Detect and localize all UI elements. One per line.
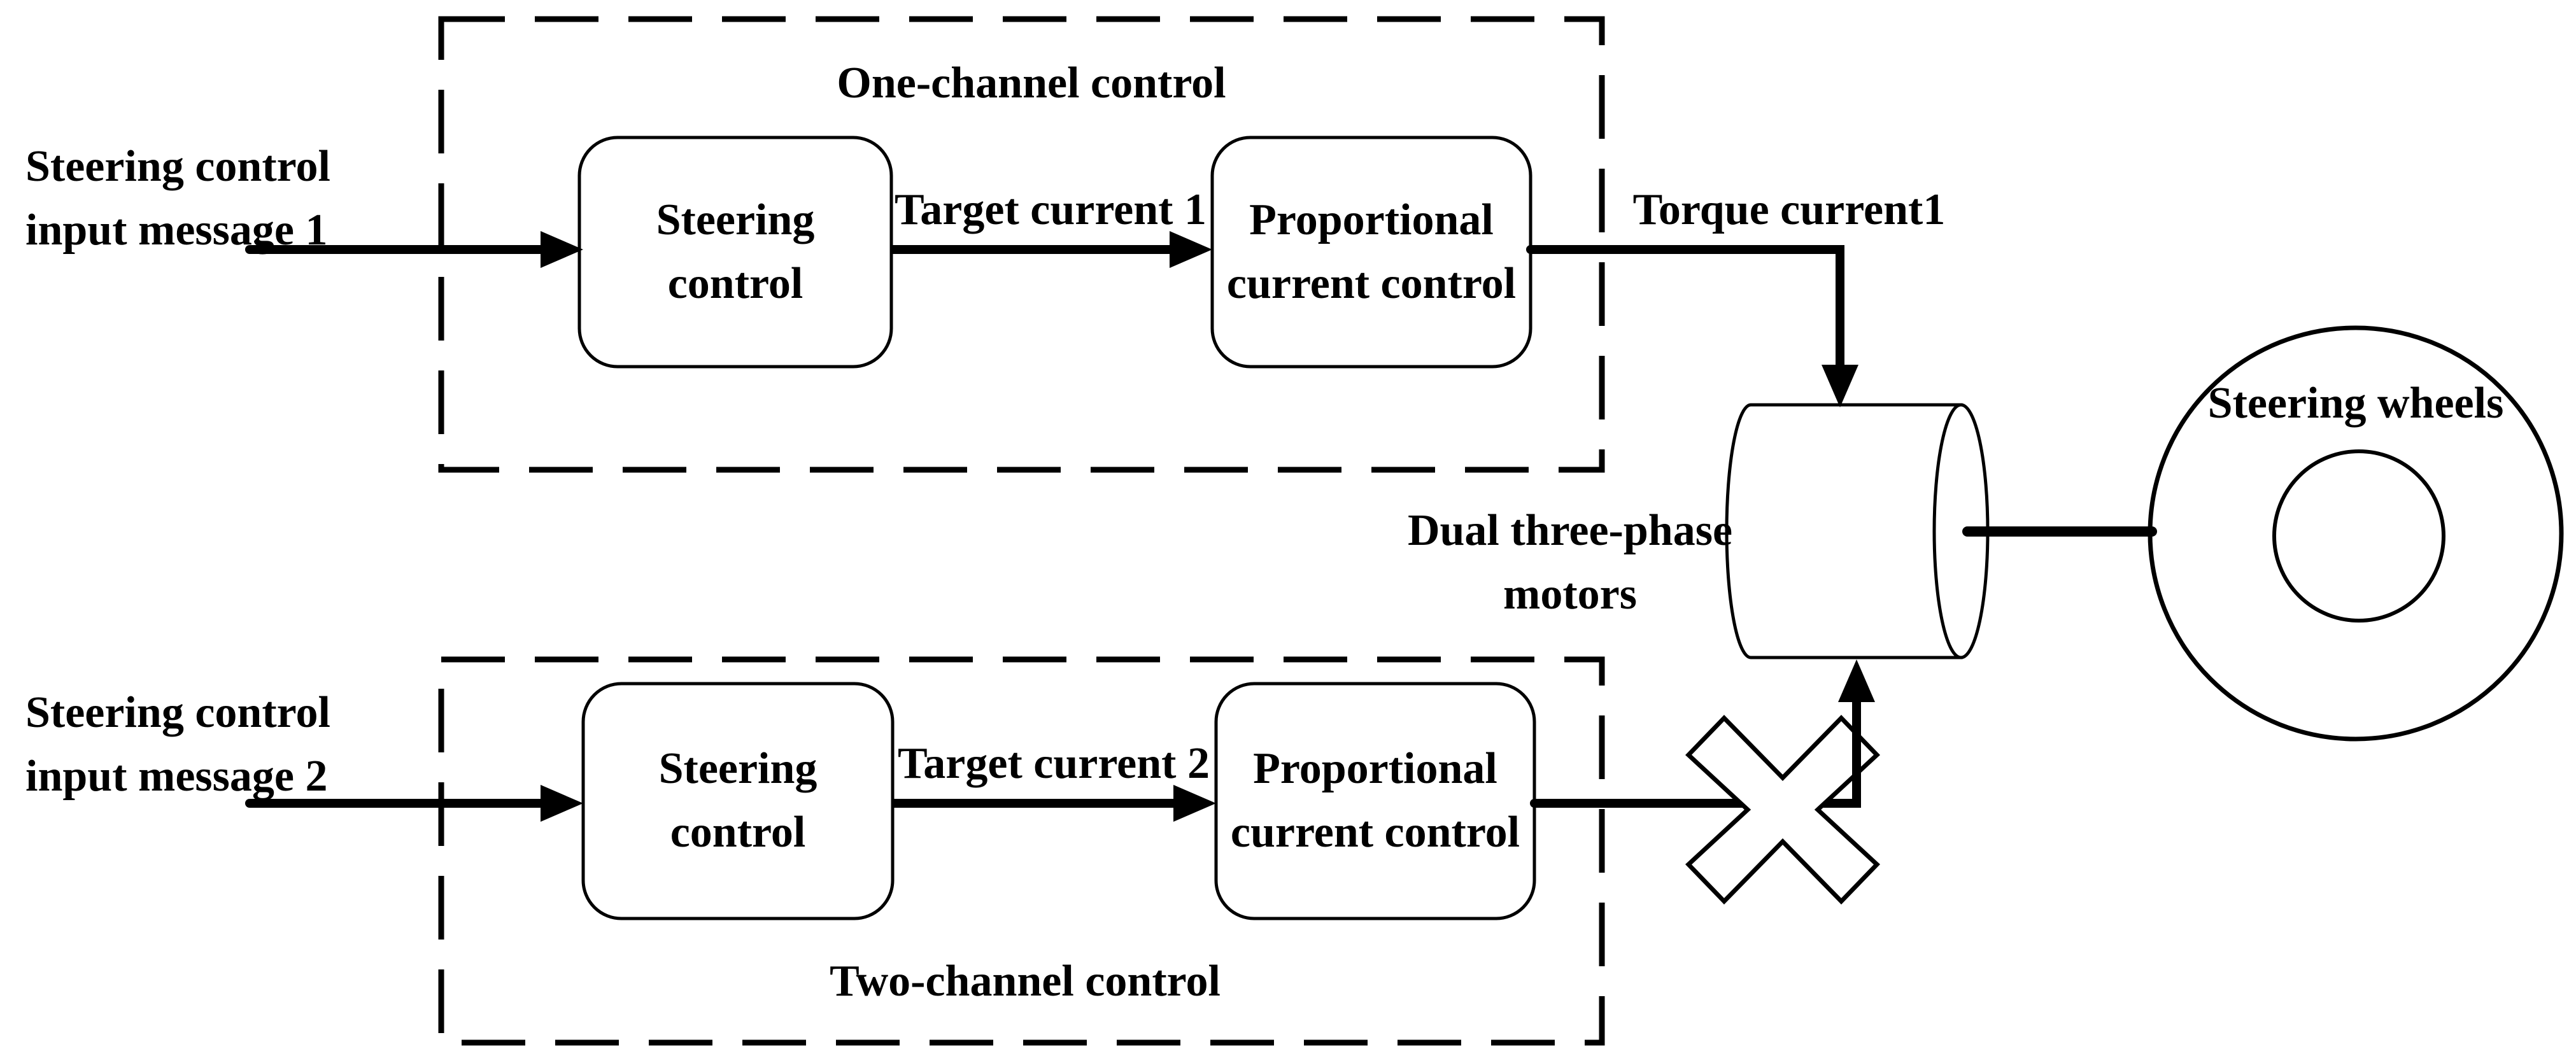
motor-cylinder-body	[1725, 403, 1963, 659]
target-current-arrow-2-head	[1173, 785, 1216, 822]
target-current-arrow-1-head	[1170, 231, 1212, 268]
target-current-arrow-1	[891, 231, 1212, 268]
input-arrow-1-head	[541, 231, 583, 268]
torque-current-connector-line	[1526, 245, 1844, 374]
torque-current-connector	[1526, 245, 1858, 407]
target-current-arrow-2	[893, 785, 1216, 822]
input-arrow-1	[245, 231, 583, 268]
proportional-current-control-box-2	[1214, 682, 1536, 920]
steering-wheel-inner-circle	[2272, 449, 2445, 623]
proportional-current-control-box-1	[1210, 136, 1532, 369]
channel2-up-arrow	[1838, 659, 1875, 808]
cross-mark	[1685, 714, 1881, 905]
one-channel-dashed-box	[438, 16, 1605, 473]
steering-control-box-1	[577, 136, 893, 369]
two-channel-dashed-box	[438, 656, 1605, 1046]
channel2-up-arrow-head	[1838, 659, 1875, 702]
steering-control-box-2	[581, 682, 895, 920]
torque-current-arrow-head	[1822, 365, 1858, 407]
input-arrow-2-head	[541, 785, 583, 822]
input-arrow-2	[245, 785, 583, 822]
